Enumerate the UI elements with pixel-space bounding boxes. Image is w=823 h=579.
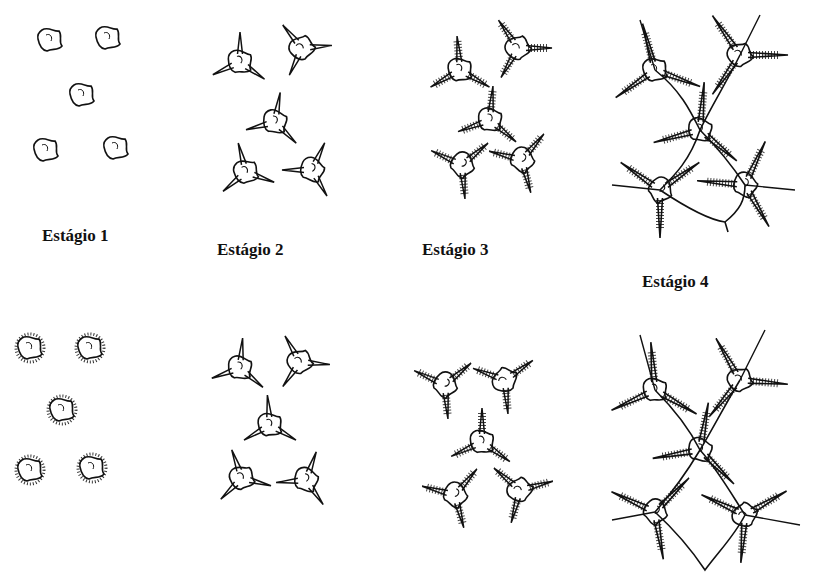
stage-label: Estágio 2 — [215, 240, 286, 260]
stage-label: Estágio 1 — [40, 226, 111, 246]
stage-1-top — [34, 27, 128, 161]
stage-3-top — [429, 4, 569, 204]
stage-label: Estágio 3 — [420, 240, 491, 260]
stage-2-bottom — [210, 324, 346, 511]
stage-2-top — [211, 8, 352, 202]
stage-label: Estágio 4 — [640, 272, 711, 292]
stage-4-bottom — [609, 323, 800, 570]
stage-1-bottom — [16, 334, 106, 484]
stage-4-top — [612, 0, 810, 243]
stage-3-bottom — [412, 335, 559, 533]
